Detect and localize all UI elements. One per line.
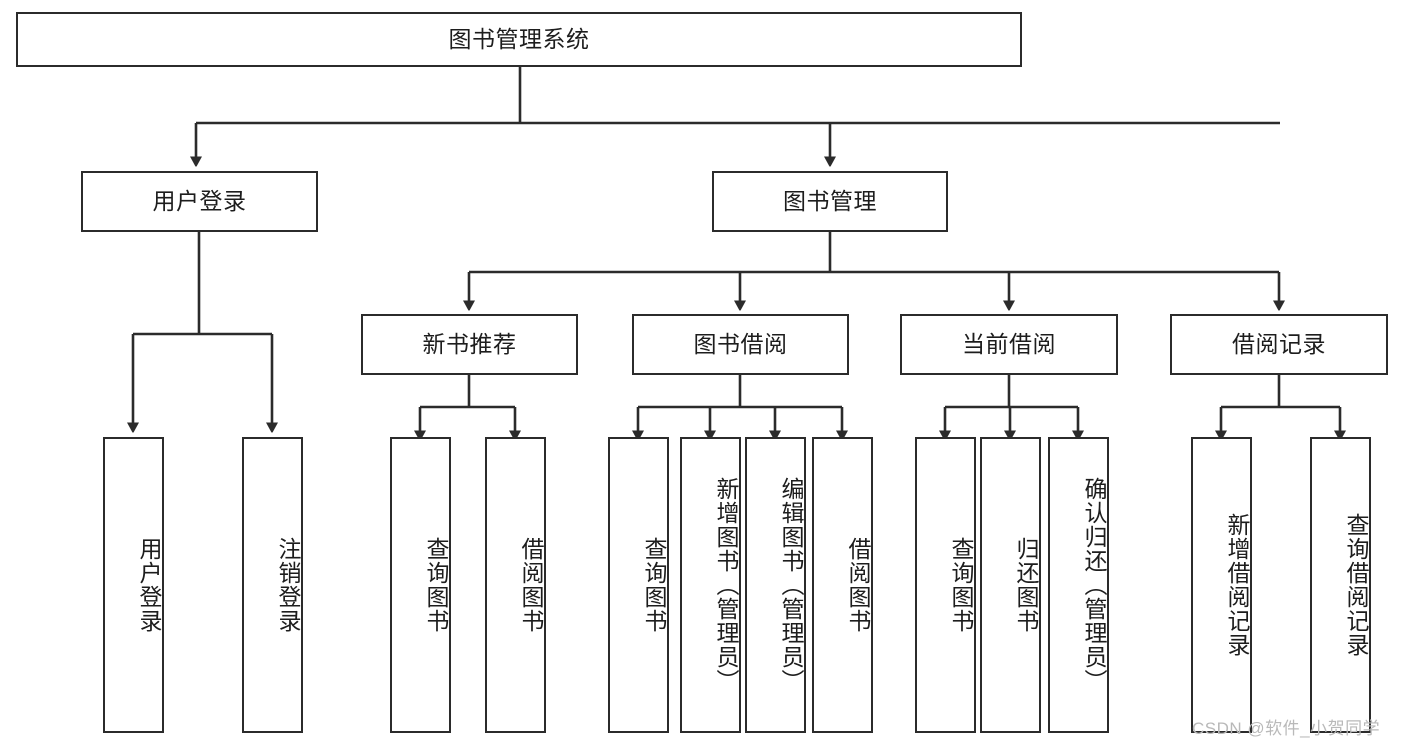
node-leaf-add-book[interactable]: 新增图书（管理员） — [680, 437, 741, 733]
node-label: 新增图书（管理员） — [713, 477, 739, 693]
node-label: 注销登录 — [275, 537, 301, 633]
node-label: 编辑图书（管理员） — [778, 477, 804, 693]
node-user-login[interactable]: 用户登录 — [81, 171, 318, 232]
node-label: 用户登录 — [152, 187, 247, 214]
node-leaf-query-book-1[interactable]: 查询图书 — [390, 437, 451, 733]
node-leaf-confirm-return[interactable]: 确认归还（管理员） — [1048, 437, 1109, 733]
node-label: 当前借阅 — [962, 330, 1056, 357]
node-label: 借阅图书 — [845, 537, 871, 633]
node-leaf-borrow-book-2[interactable]: 借阅图书 — [812, 437, 873, 733]
node-leaf-edit-book[interactable]: 编辑图书（管理员） — [745, 437, 806, 733]
node-label: 查询图书 — [948, 537, 974, 633]
node-root-system[interactable]: 图书管理系统 — [16, 12, 1022, 67]
node-label: 图书管理系统 — [448, 25, 590, 52]
node-current-borrow[interactable]: 当前借阅 — [900, 314, 1118, 375]
node-label: 图书管理 — [783, 187, 877, 214]
node-borrow-record[interactable]: 借阅记录 — [1170, 314, 1388, 375]
node-label: 查询图书 — [641, 537, 667, 633]
node-book-management[interactable]: 图书管理 — [712, 171, 948, 232]
node-leaf-query-record[interactable]: 查询借阅记录 — [1310, 437, 1371, 733]
node-leaf-query-book-3[interactable]: 查询图书 — [915, 437, 976, 733]
node-label: 新书推荐 — [422, 330, 517, 357]
node-leaf-return-book[interactable]: 归还图书 — [980, 437, 1041, 733]
node-leaf-borrow-book-1[interactable]: 借阅图书 — [485, 437, 546, 733]
node-label: 借阅图书 — [518, 537, 544, 633]
node-label: 归还图书 — [1013, 537, 1039, 633]
watermark-text: CSDN @软件_小贺同学 — [1192, 719, 1381, 738]
node-label: 新增借阅记录 — [1224, 513, 1250, 657]
node-new-book-recommend[interactable]: 新书推荐 — [361, 314, 578, 375]
node-label: 借阅记录 — [1232, 330, 1326, 357]
node-label: 查询图书 — [423, 537, 449, 633]
node-leaf-query-book-2[interactable]: 查询图书 — [608, 437, 669, 733]
node-leaf-add-record[interactable]: 新增借阅记录 — [1191, 437, 1252, 733]
node-label: 图书借阅 — [693, 330, 788, 357]
node-leaf-logout-login[interactable]: 注销登录 — [242, 437, 303, 733]
node-label: 确认归还（管理员） — [1081, 477, 1107, 693]
node-leaf-user-login[interactable]: 用户登录 — [103, 437, 164, 733]
node-label: 用户登录 — [136, 537, 162, 633]
node-book-borrow[interactable]: 图书借阅 — [632, 314, 849, 375]
node-label: 查询借阅记录 — [1343, 513, 1369, 657]
